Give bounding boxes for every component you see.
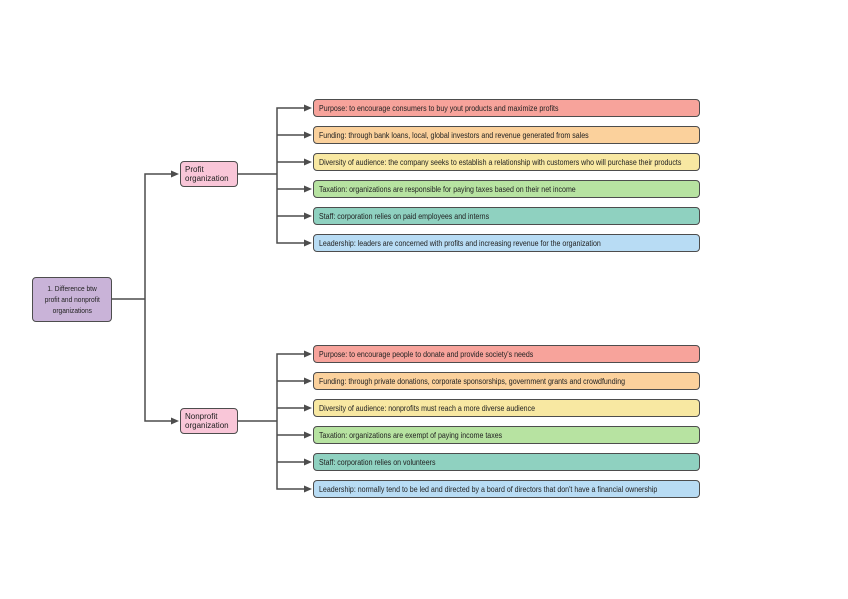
- arrow-icon: [304, 431, 312, 439]
- leaf-node-nonprofit-purpose[interactable]: Purpose: to encourage people to donate a…: [313, 345, 700, 363]
- leaf-node-profit-taxation[interactable]: Taxation: organizations are responsible …: [313, 180, 700, 198]
- leaf-node-label: Funding: through bank loans, local, glob…: [319, 130, 589, 140]
- leaf-node-profit-diversity[interactable]: Diversity of audience: the company seeks…: [313, 153, 700, 171]
- arrow-icon: [171, 170, 179, 178]
- arrow-icon: [171, 417, 179, 425]
- leaf-node-nonprofit-diversity[interactable]: Diversity of audience: nonprofits must r…: [313, 399, 700, 417]
- leaf-node-profit-funding[interactable]: Funding: through bank loans, local, glob…: [313, 126, 700, 144]
- root-node-label-line: profit and nonprofit: [44, 295, 100, 304]
- arrow-icon: [304, 185, 312, 193]
- arrow-icon: [304, 104, 312, 112]
- leaf-node-label: Purpose: to encourage consumers to buy y…: [319, 103, 559, 113]
- leaf-node-label: Staff: corporation relies on volunteers: [319, 457, 436, 467]
- leaf-node-label: Staff: corporation relies on paid employ…: [319, 211, 490, 221]
- arrow-icon: [304, 212, 312, 220]
- branch-node-label: Nonprofit organization: [185, 411, 229, 431]
- leaf-node-profit-leadership[interactable]: Leadership: leaders are concerned with p…: [313, 234, 700, 252]
- root-node[interactable]: 1. Difference btw profit and nonprofit o…: [32, 277, 112, 322]
- arrow-icon: [304, 239, 312, 247]
- arrow-icon: [304, 377, 312, 385]
- arrow-icon: [304, 350, 312, 358]
- leaf-node-nonprofit-taxation[interactable]: Taxation: organizations are exempt of pa…: [313, 426, 700, 444]
- branch-node-label: Profit organization: [185, 164, 229, 184]
- leaf-node-label: Taxation: organizations are exempt of pa…: [319, 430, 503, 440]
- leaf-node-nonprofit-funding[interactable]: Funding: through private donations, corp…: [313, 372, 700, 390]
- root-to-branches-connector: [109, 173, 173, 422]
- leaf-node-label: Diversity of audience: the company seeks…: [319, 157, 682, 167]
- arrow-icon: [304, 131, 312, 139]
- arrow-icon: [304, 158, 312, 166]
- leaf-node-label: Funding: through private donations, corp…: [319, 376, 626, 386]
- leaf-node-label: Taxation: organizations are responsible …: [319, 184, 576, 194]
- branch-node-profit[interactable]: Profit organization: [180, 161, 238, 187]
- nonprofit-branch-connector: [237, 353, 306, 490]
- leaf-node-label: Purpose: to encourage people to donate a…: [319, 349, 534, 359]
- arrow-icon: [304, 404, 312, 412]
- arrow-icon: [304, 485, 312, 493]
- leaf-node-profit-staff[interactable]: Staff: corporation relies on paid employ…: [313, 207, 700, 225]
- profit-branch-connector: [237, 107, 306, 244]
- leaf-node-label: Leadership: normally tend to be led and …: [319, 484, 658, 494]
- leaf-node-label: Diversity of audience: nonprofits must r…: [319, 403, 536, 413]
- leaf-node-nonprofit-staff[interactable]: Staff: corporation relies on volunteers: [313, 453, 700, 471]
- branch-node-nonprofit[interactable]: Nonprofit organization: [180, 408, 238, 434]
- root-node-label-line: organizations: [52, 306, 92, 315]
- leaf-node-label: Leadership: leaders are concerned with p…: [319, 238, 601, 248]
- leaf-node-nonprofit-leadership[interactable]: Leadership: normally tend to be led and …: [313, 480, 700, 498]
- root-node-label-line: 1. Difference btw: [47, 284, 97, 293]
- leaf-node-profit-purpose[interactable]: Purpose: to encourage consumers to buy y…: [313, 99, 700, 117]
- arrow-icon: [304, 458, 312, 466]
